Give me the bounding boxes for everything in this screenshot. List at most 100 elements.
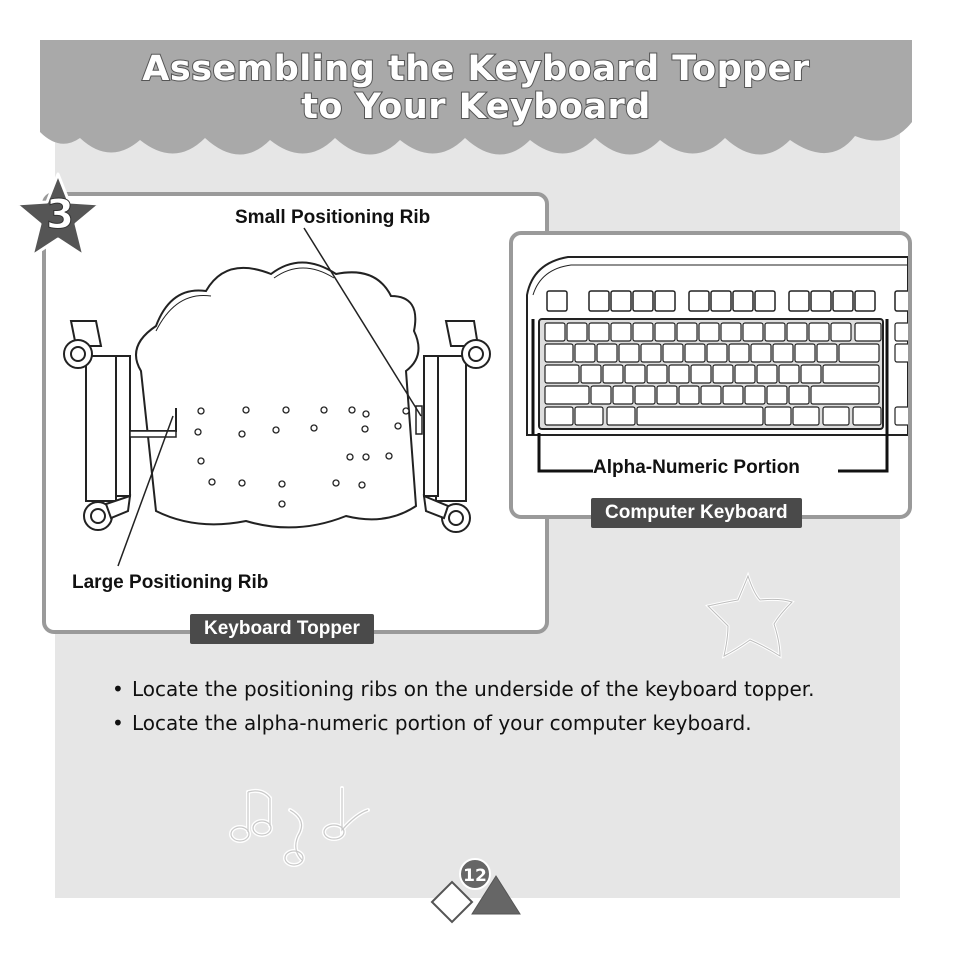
music-notes-icon — [229, 786, 370, 867]
computer-keyboard-caption: Computer Keyboard — [591, 498, 802, 528]
keyboard-key — [690, 364, 712, 384]
keyboard-key — [832, 290, 854, 312]
keyboard-key — [544, 385, 590, 405]
small-rib-label: Small Positioning Rib — [235, 207, 431, 228]
keyboard-key — [632, 290, 654, 312]
keyboard-key — [756, 364, 778, 384]
keyboard-key — [894, 343, 908, 363]
instruction-text: Locate the positioning ribs on the under… — [132, 677, 815, 701]
keyboard-key — [772, 343, 794, 363]
keyboard-key — [596, 343, 618, 363]
keyboard-key — [822, 364, 880, 384]
keyboard-key — [788, 290, 810, 312]
keyboard-key — [700, 385, 722, 405]
keyboard-key — [698, 322, 720, 342]
keyboard-key — [684, 343, 706, 363]
keyboard-key — [894, 290, 908, 312]
keyboard-key — [606, 406, 636, 426]
keyboard-key — [722, 385, 744, 405]
keyboard-key — [612, 385, 634, 405]
keyboard-key — [706, 343, 728, 363]
alpha-numeric-label: Alpha-Numeric Portion — [593, 457, 800, 478]
keyboard-key — [688, 290, 710, 312]
step-star-icon — [14, 172, 102, 258]
keyboard-key — [894, 406, 908, 426]
keyboard-key — [574, 343, 596, 363]
keyboard-key — [750, 343, 772, 363]
keyboard-key — [662, 343, 684, 363]
keyboard-key — [894, 322, 908, 342]
keyboard-key — [678, 385, 700, 405]
keyboard-key — [838, 343, 880, 363]
keyboard-key — [792, 406, 820, 426]
instruction-item: •Locate the positioning ribs on the unde… — [112, 677, 815, 701]
keyboard-key — [794, 343, 816, 363]
keyboard-key — [654, 322, 676, 342]
keyboard-key — [610, 322, 632, 342]
keyboard-key — [566, 322, 588, 342]
keyboard-key — [830, 322, 852, 342]
keyboard-key — [590, 385, 612, 405]
keyboard-key — [544, 322, 566, 342]
keyboard-key — [574, 406, 604, 426]
keyboard-key — [710, 290, 732, 312]
keyboard-key — [546, 290, 568, 312]
title-line-2: to Your Keyboard — [300, 87, 651, 127]
keyboard-key — [636, 406, 764, 426]
keyboard-key — [786, 322, 808, 342]
keyboard-key — [854, 322, 882, 342]
keyboard-key — [646, 364, 668, 384]
keyboard-key — [816, 343, 838, 363]
keyboard-key — [634, 385, 656, 405]
keyboard-key — [712, 364, 734, 384]
keyboard-key — [676, 322, 698, 342]
instruction-item: •Locate the alpha-numeric portion of you… — [112, 711, 752, 735]
instruction-list: •Locate the positioning ribs on the unde… — [112, 672, 872, 740]
keyboard-key — [754, 290, 776, 312]
keyboard-key — [742, 322, 764, 342]
keyboard-key — [732, 290, 754, 312]
keyboard-panel: Alpha-Numeric Portion — [509, 231, 912, 519]
keyboard-key — [640, 343, 662, 363]
keyboard-key — [734, 364, 756, 384]
page-shapes-icon — [430, 875, 521, 924]
keyboard-key — [744, 385, 766, 405]
keyboard-key — [764, 406, 792, 426]
keyboard-key — [668, 364, 690, 384]
keyboard-key — [720, 322, 742, 342]
page-number: 12 — [459, 858, 491, 890]
keyboard-key — [610, 290, 632, 312]
keyboard-key — [602, 364, 624, 384]
keyboard-key — [588, 290, 610, 312]
keyboard-key — [632, 322, 654, 342]
keyboard-key — [656, 385, 678, 405]
keyboard-key — [822, 406, 850, 426]
keyboard-key — [766, 385, 788, 405]
keyboard-key — [544, 343, 574, 363]
step-number: 3 — [46, 192, 75, 239]
computer-keyboard-illustration — [526, 256, 908, 473]
keyboard-key — [778, 364, 800, 384]
keyboard-key — [852, 406, 882, 426]
keyboard-key — [580, 364, 602, 384]
page-title: Assembling the Keyboard Topper to Your K… — [40, 49, 912, 127]
keyboard-key — [544, 406, 574, 426]
keyboard-key — [788, 385, 810, 405]
keyboard-topper-illustration — [63, 227, 491, 567]
keyboard-key — [624, 364, 646, 384]
large-rib-label: Large Positioning Rib — [72, 572, 269, 593]
keyboard-key — [728, 343, 750, 363]
keyboard-key — [588, 322, 610, 342]
title-banner — [40, 40, 912, 155]
keyboard-key — [618, 343, 640, 363]
keyboard-key — [544, 364, 580, 384]
keyboard-key — [810, 385, 880, 405]
keyboard-key — [854, 290, 876, 312]
decorative-star-icon — [705, 571, 795, 659]
keyboard-key — [808, 322, 830, 342]
keyboard-topper-caption: Keyboard Topper — [190, 614, 374, 644]
instruction-text: Locate the alpha-numeric portion of your… — [132, 711, 752, 735]
title-line-1: Assembling the Keyboard Topper — [141, 49, 810, 89]
keyboard-key — [764, 322, 786, 342]
